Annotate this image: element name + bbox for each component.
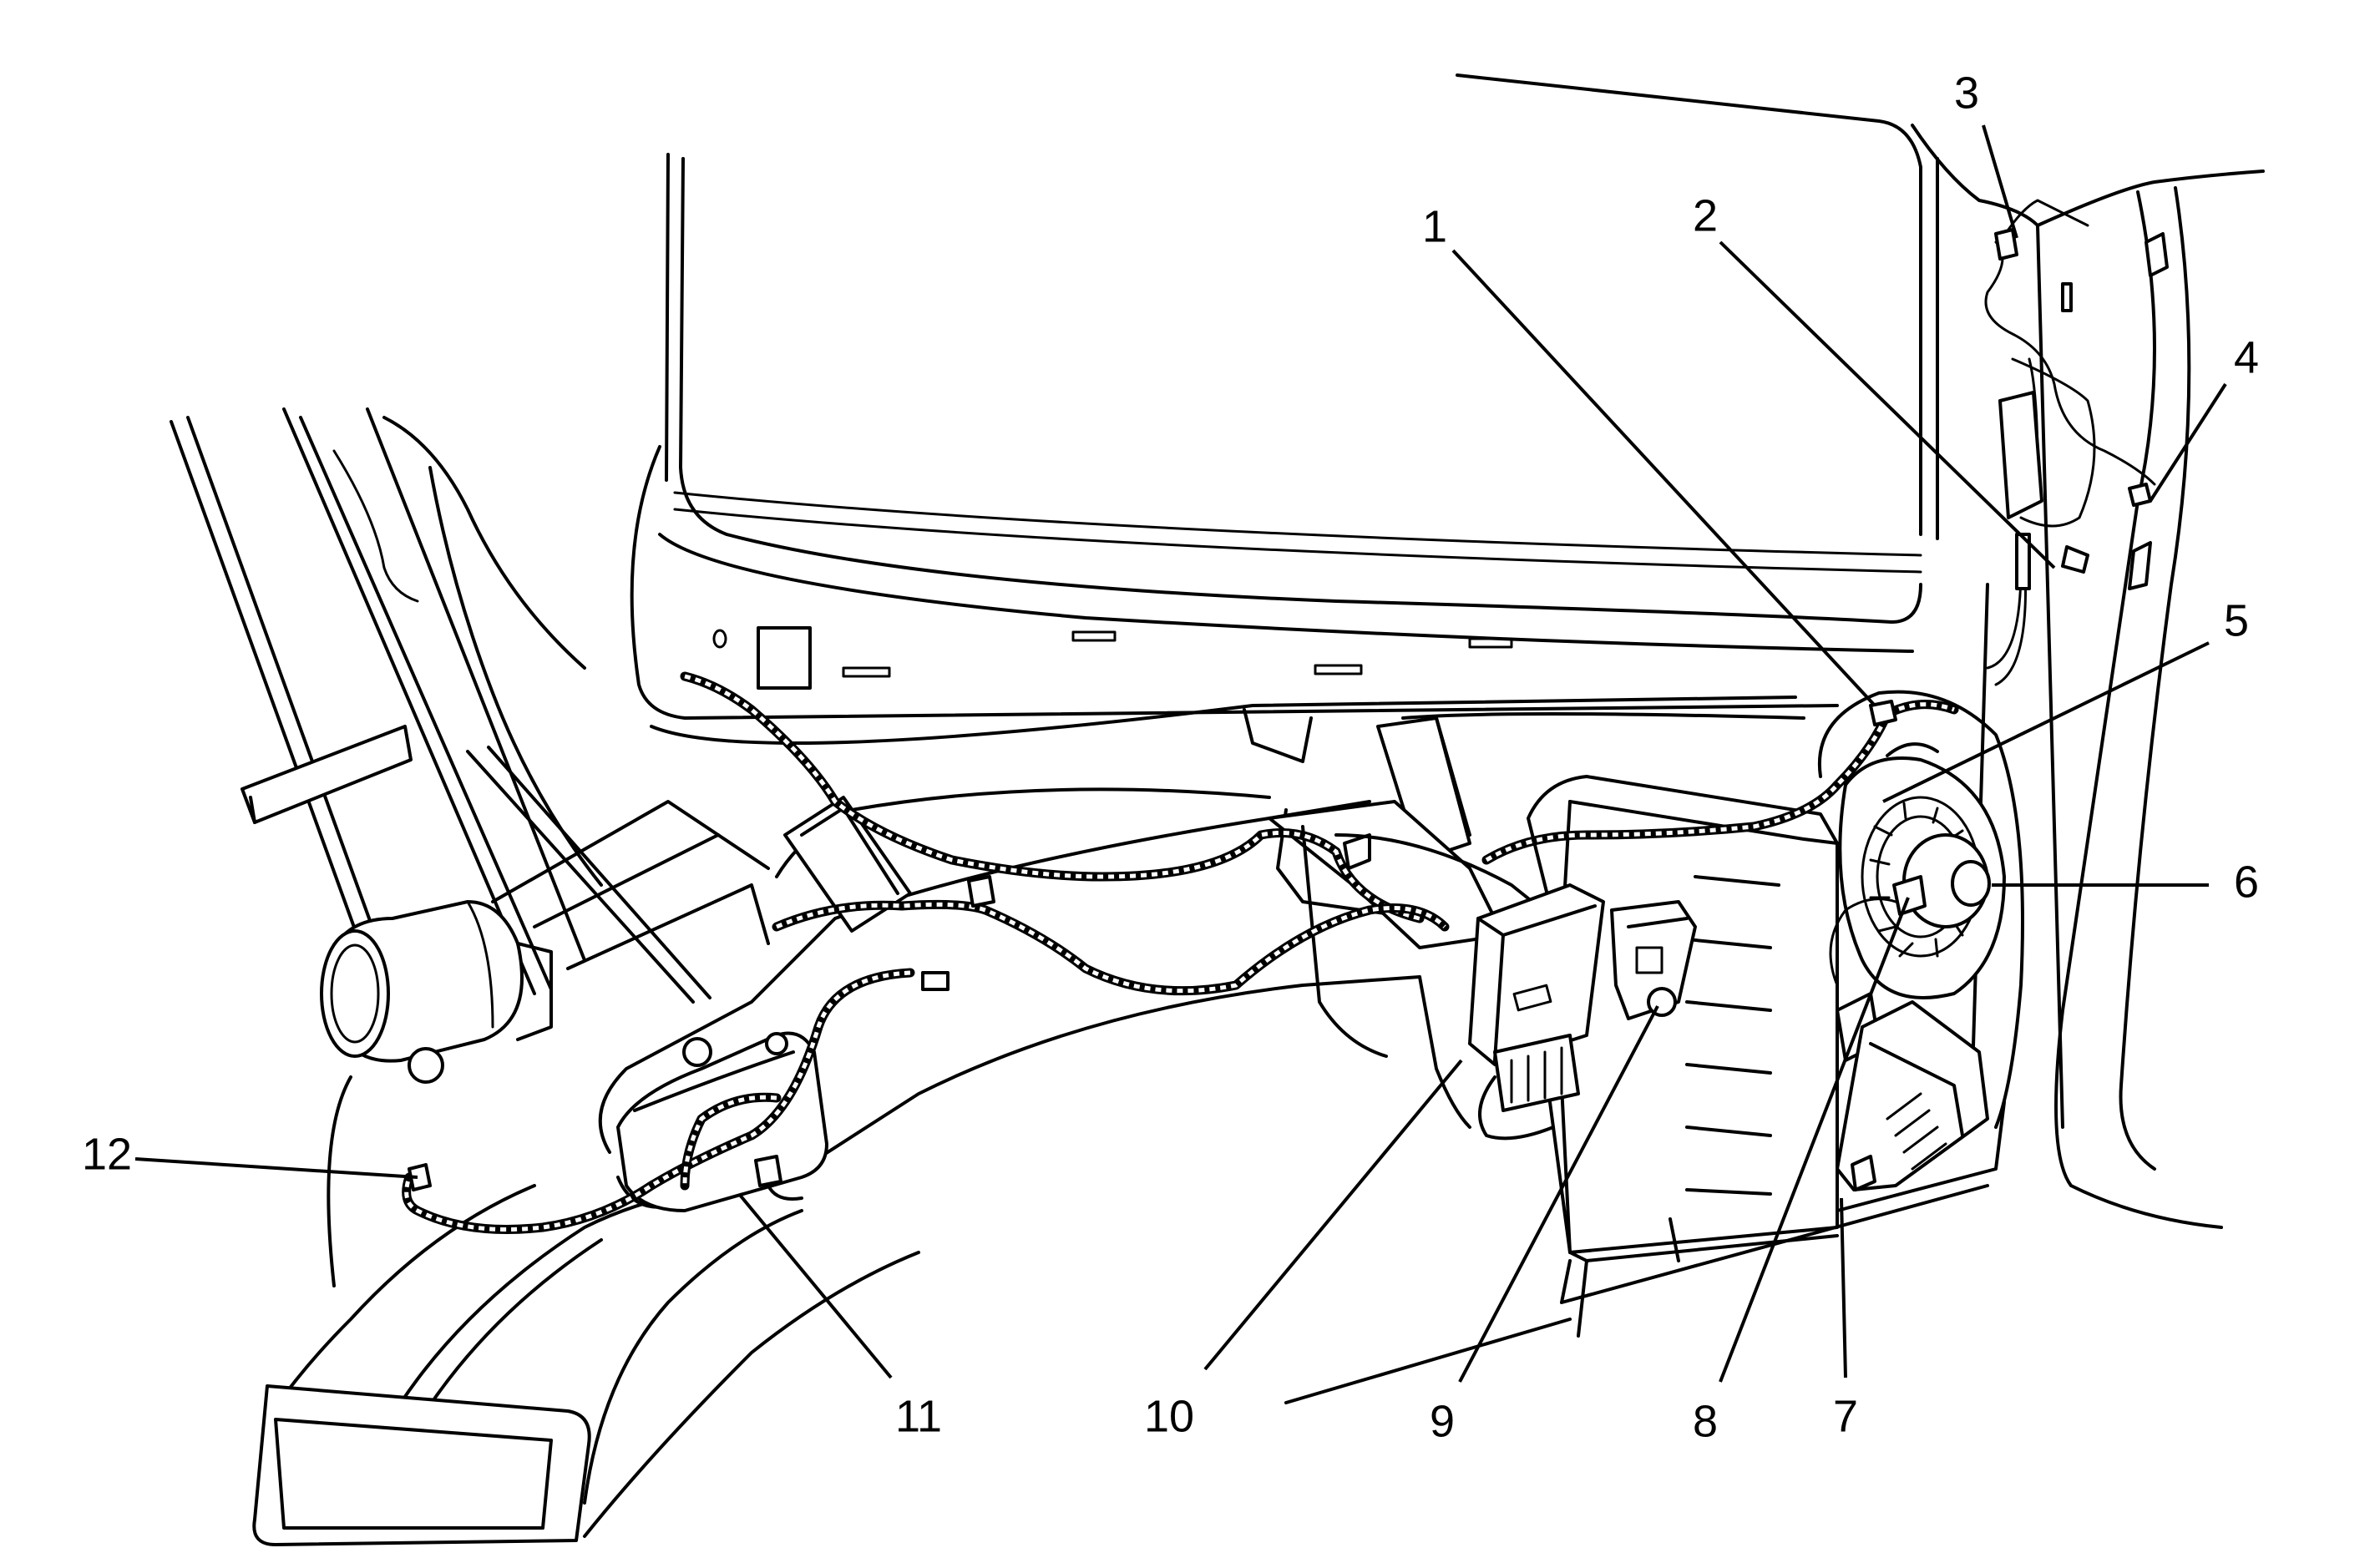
- leader-lines: [134, 124, 2227, 1383]
- callout-5: 5: [2224, 595, 2249, 645]
- callout-3: 3: [1954, 68, 1979, 118]
- leader-4: [2149, 382, 2227, 503]
- left-pillar: [170, 407, 770, 1012]
- leader-9: [1458, 1005, 1659, 1383]
- control-module: [1468, 883, 1605, 1141]
- windshield-frame: [658, 73, 1939, 653]
- leader-8: [1719, 897, 1910, 1383]
- callout-6: 6: [2234, 857, 2259, 907]
- callout-9: 9: [1430, 1396, 1455, 1446]
- callout-4: 4: [2234, 332, 2259, 382]
- callout-7: 7: [1833, 1391, 1858, 1441]
- callout-10: 10: [1144, 1391, 1194, 1441]
- leader-5: [1882, 641, 2210, 803]
- callout-2: 2: [1693, 190, 1718, 240]
- leader-3: [1982, 124, 2018, 239]
- callout-8: 8: [1693, 1396, 1718, 1446]
- right-a-pillar: [1911, 124, 2265, 1229]
- dash-panel: [630, 445, 1839, 763]
- callout-12: 12: [82, 1129, 132, 1179]
- callout-1: 1: [1422, 201, 1447, 251]
- leader-7: [1840, 1197, 1847, 1378]
- leader-11: [737, 1192, 893, 1379]
- left-lower-actuator: [616, 1031, 828, 1212]
- leader-1: [1451, 249, 1876, 707]
- callout-11: 11: [895, 1391, 942, 1441]
- leader-2: [1719, 240, 2056, 569]
- hvac-duct-assembly: [598, 716, 1989, 1404]
- mode-actuator: [1610, 900, 1697, 1020]
- floor-duct: [252, 1075, 920, 1546]
- blower-resistor: [1836, 1000, 1989, 1191]
- leader-12: [134, 1157, 418, 1179]
- callout-labels: 1 2 3 4 5 6 7 8 9 10 11 12: [82, 68, 2259, 1446]
- harness-connectors: [408, 228, 2152, 1191]
- leader-10: [1203, 1059, 1463, 1371]
- left-actuator-motor: [320, 900, 553, 1084]
- blower-motor-assembly: [1817, 690, 2024, 1212]
